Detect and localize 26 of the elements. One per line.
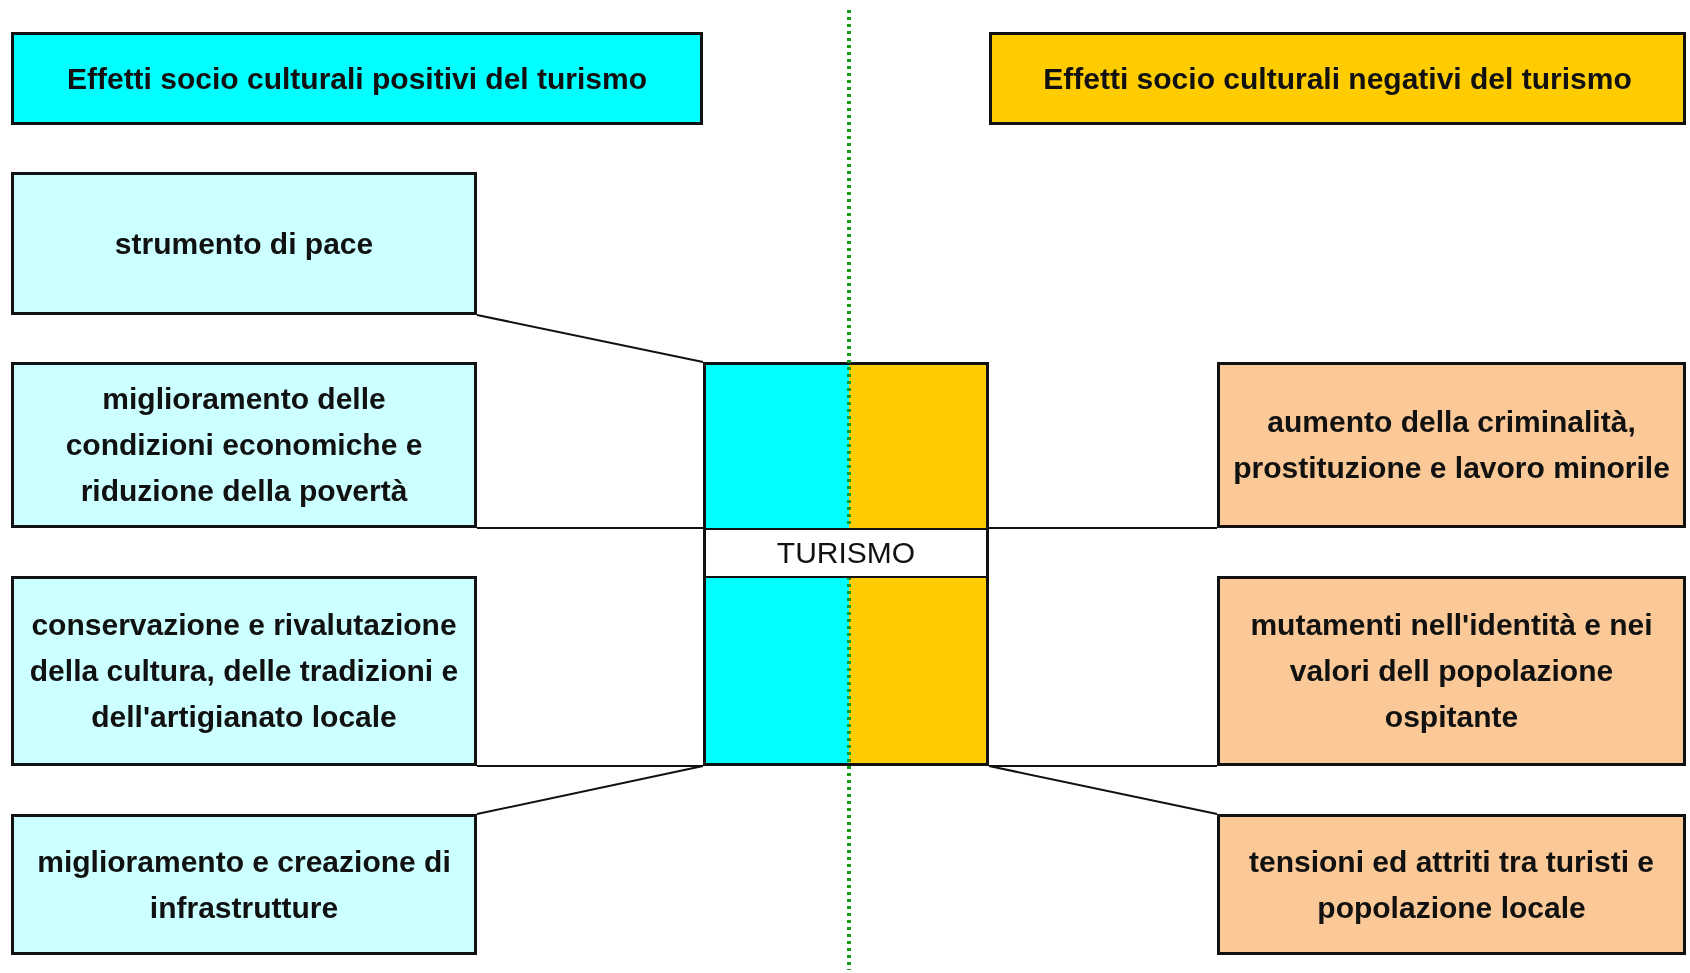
effect-box [11, 814, 477, 955]
connector-line [988, 765, 1218, 815]
effect-text: miglioramento e creazione di infrastrutture [36, 843, 452, 926]
effect-text: tensioni ed attriti tra turisti e popolazione locale [1247, 843, 1656, 926]
effect-text: aumento della criminalità, prostituzione e lavoro minorile [1232, 404, 1671, 486]
effect-text: mutamenti nell'identità e nei valori dell popolazione ospitante [1249, 607, 1654, 735]
header-box [11, 32, 703, 125]
effect-box [11, 576, 477, 766]
connector-line [476, 527, 704, 529]
effect-text: conservazione e rivalutazione della cultura, delle tradizioni e dell'artigianato locale [28, 607, 460, 735]
effect-box [1217, 576, 1686, 766]
central-label: TURISMO [706, 528, 986, 578]
effect-box [1217, 362, 1686, 528]
header-box [989, 32, 1686, 125]
connector-line [476, 314, 704, 363]
effect-box [11, 362, 477, 528]
effect-box [11, 172, 477, 315]
connector-line [988, 527, 1218, 529]
connector-line [476, 765, 704, 815]
header-text: Effetti socio culturali positivi del turismo [65, 60, 649, 97]
effect-text: miglioramento delle condizioni economiche e riduzione della povertà [64, 381, 424, 509]
effect-text: strumento di pace [113, 225, 375, 262]
effect-box [1217, 814, 1686, 955]
central-box [703, 362, 989, 766]
connector-line [476, 765, 704, 767]
header-text: Effetti socio culturali negativi del turismo [1042, 60, 1633, 97]
